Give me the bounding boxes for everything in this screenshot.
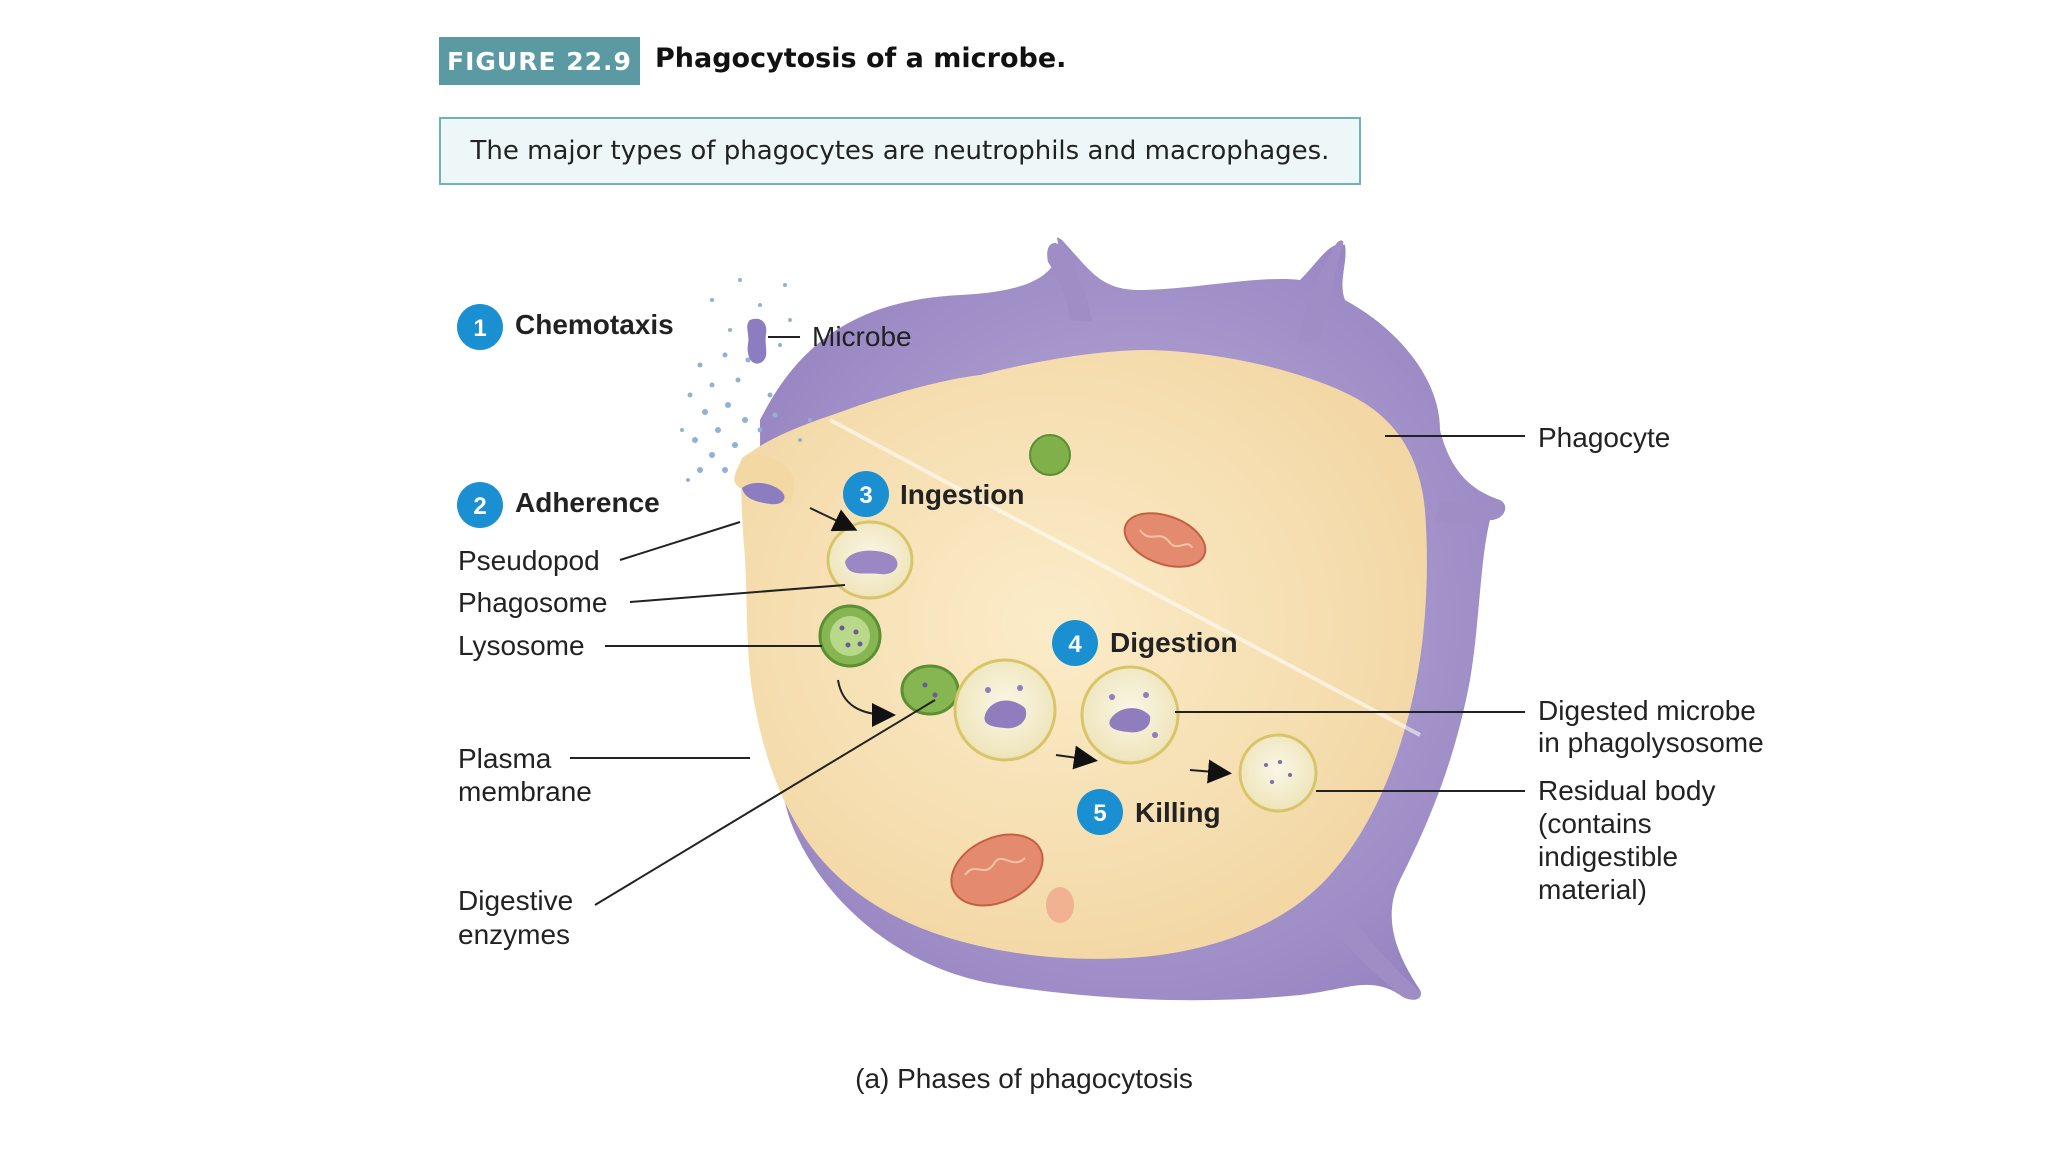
- svg-text:3: 3: [859, 482, 872, 509]
- granule: [1029, 434, 1071, 476]
- label-residual-body-1: Residual body: [1538, 775, 1715, 806]
- step-4-badge: 4: [1052, 620, 1098, 666]
- svg-text:5: 5: [1093, 800, 1106, 827]
- figure-caption: (a) Phases of phagocytosis: [855, 1063, 1193, 1094]
- label-digestive-enzymes-1: Digestive: [458, 885, 573, 916]
- svg-text:4: 4: [1068, 631, 1082, 658]
- figure-title: Phagocytosis of a microbe.: [655, 43, 1067, 74]
- label-microbe: Microbe: [812, 321, 912, 352]
- adhering-microbe: [742, 482, 785, 505]
- label-digested-microbe-1: Digested microbe: [1538, 695, 1756, 726]
- step-5-badge: 5: [1077, 789, 1123, 835]
- label-plasma-membrane-1: Plasma: [458, 743, 552, 774]
- phagolysosome-1: [953, 658, 1057, 762]
- step-4-label: Digestion: [1110, 627, 1238, 658]
- residual-body: [1238, 733, 1318, 813]
- label-residual-body-4: material): [1538, 874, 1647, 905]
- mitochondria: [950, 512, 1207, 923]
- phagolysosome-2: [1080, 665, 1180, 765]
- fusing-lysosome: [900, 664, 960, 716]
- step-1-badge: 1: [457, 304, 503, 350]
- label-lysosome: Lysosome: [458, 630, 585, 661]
- step-3-badge: 3: [843, 471, 889, 517]
- label-plasma-membrane-2: membrane: [458, 776, 592, 807]
- lysosome: [818, 604, 882, 668]
- label-residual-body-3: indigestible: [1538, 841, 1678, 872]
- label-residual-body-2: (contains: [1538, 808, 1652, 839]
- label-phagosome: Phagosome: [458, 587, 607, 618]
- label-phagocyte: Phagocyte: [1538, 422, 1670, 453]
- microbe: [747, 318, 767, 364]
- step-2-badge: 2: [457, 482, 503, 528]
- summary-box: The major types of phagocytes are neutro…: [439, 117, 1361, 185]
- figure-tag: FIGURE 22.9: [439, 37, 640, 85]
- step-5-label: Killing: [1135, 797, 1221, 828]
- svg-text:2: 2: [473, 493, 486, 520]
- chemotaxis-dots: [680, 278, 812, 482]
- membrane-fold: [829, 418, 1421, 737]
- label-digested-microbe-2: in phagolysosome: [1538, 727, 1764, 758]
- label-digestive-enzymes-2: enzymes: [458, 919, 570, 950]
- step-1-label: Chemotaxis: [515, 309, 674, 340]
- phagosome: [826, 520, 914, 600]
- label-pseudopod: Pseudopod: [458, 545, 600, 576]
- step-2-label: Adherence: [515, 487, 660, 518]
- step-3-label: Ingestion: [900, 479, 1024, 510]
- svg-text:1: 1: [473, 315, 486, 342]
- process-arrows: [809, 507, 1232, 784]
